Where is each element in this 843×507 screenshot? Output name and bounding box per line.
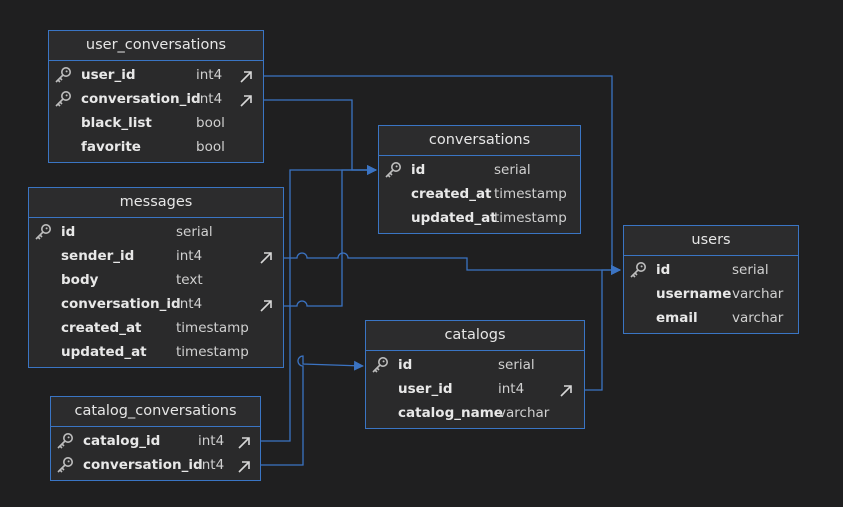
table-row[interactable]: favorite bool <box>49 135 263 159</box>
edge-cc-conversation-id <box>260 355 364 466</box>
column-name: sender_id <box>61 248 135 264</box>
primary-key-icon <box>55 432 75 450</box>
table-row[interactable]: sender_id int4 <box>29 244 283 268</box>
column-name: favorite <box>81 139 141 155</box>
primary-key-icon <box>33 223 53 241</box>
column-name: user_id <box>398 381 453 397</box>
table-row[interactable]: id serial <box>366 353 584 377</box>
column-type: serial <box>494 162 531 178</box>
column-type: serial <box>498 357 535 373</box>
column-type: int4 <box>196 67 223 83</box>
primary-key-icon <box>53 90 73 108</box>
table-row[interactable]: user_id int4 <box>49 63 263 87</box>
column-name: conversation_id <box>61 296 181 312</box>
column-name: id <box>61 224 76 240</box>
column-type: timestamp <box>176 344 249 360</box>
table-row[interactable]: created_at timestamp <box>29 316 283 340</box>
column-type: int4 <box>196 91 223 107</box>
table-title: messages <box>29 188 283 218</box>
foreign-key-arrow-icon[interactable] <box>237 434 251 449</box>
column-name: id <box>656 262 671 278</box>
edge-uc-conversation-id <box>263 99 377 175</box>
primary-key-icon <box>53 66 73 84</box>
primary-key-icon <box>370 356 390 374</box>
table-title: catalogs <box>366 321 584 351</box>
column-type: varchar <box>732 286 784 302</box>
primary-key-icon <box>55 456 75 474</box>
column-type: serial <box>732 262 769 278</box>
table-row[interactable]: black_list bool <box>49 111 263 135</box>
column-type: serial <box>176 224 213 240</box>
table-row[interactable]: updated_at timestamp <box>29 340 283 364</box>
foreign-key-arrow-icon[interactable] <box>259 297 273 312</box>
foreign-key-arrow-icon[interactable] <box>259 249 273 264</box>
table-row[interactable]: id serial <box>29 220 283 244</box>
column-name: id <box>411 162 426 178</box>
column-name: updated_at <box>411 210 497 226</box>
column-type: int4 <box>198 457 225 473</box>
column-name: body <box>61 272 99 288</box>
foreign-key-arrow-icon[interactable] <box>237 458 251 473</box>
table-title: user_conversations <box>49 31 263 61</box>
column-type: text <box>176 272 203 288</box>
column-type: int4 <box>198 433 225 449</box>
column-name: catalog_name <box>398 405 503 421</box>
foreign-key-arrow-icon[interactable] <box>559 382 573 397</box>
column-type: bool <box>196 115 225 131</box>
column-type: int4 <box>498 381 525 397</box>
foreign-key-arrow-icon[interactable] <box>239 68 253 83</box>
column-type: timestamp <box>176 320 249 336</box>
column-name: email <box>656 310 698 326</box>
primary-key-icon <box>628 261 648 279</box>
edge-catalogs-user-id <box>584 265 621 391</box>
table-row[interactable]: email varchar <box>624 306 798 330</box>
table-row[interactable]: id serial <box>379 158 580 182</box>
column-type: varchar <box>732 310 784 326</box>
column-type: bool <box>196 139 225 155</box>
column-name: created_at <box>61 320 142 336</box>
column-name: updated_at <box>61 344 147 360</box>
column-name: username <box>656 286 732 302</box>
table-title: conversations <box>379 126 580 156</box>
table-messages[interactable]: messages id serial sender_id int4 body text con… <box>28 187 284 368</box>
column-name: conversation_id <box>83 457 203 473</box>
column-type: timestamp <box>494 210 567 226</box>
table-title: catalog_conversations <box>51 397 260 427</box>
column-name: user_id <box>81 67 136 83</box>
table-row[interactable]: user_id int4 <box>366 377 584 401</box>
column-name: conversation_id <box>81 91 201 107</box>
table-row[interactable]: catalog_id int4 <box>51 429 260 453</box>
column-name: catalog_id <box>83 433 161 449</box>
edge-msg-sender-id <box>283 252 621 275</box>
table-row[interactable]: id serial <box>624 258 798 282</box>
column-name: id <box>398 357 413 373</box>
column-type: timestamp <box>494 186 567 202</box>
table-title: users <box>624 226 798 256</box>
foreign-key-arrow-icon[interactable] <box>239 92 253 107</box>
column-name: black_list <box>81 115 152 131</box>
column-type: int4 <box>176 248 203 264</box>
column-type: varchar <box>498 405 550 421</box>
edge-msg-conversation-id <box>283 165 377 307</box>
column-type: int4 <box>176 296 203 312</box>
primary-key-icon <box>383 161 403 179</box>
column-name: created_at <box>411 186 492 202</box>
table-row[interactable]: body text <box>29 268 283 292</box>
